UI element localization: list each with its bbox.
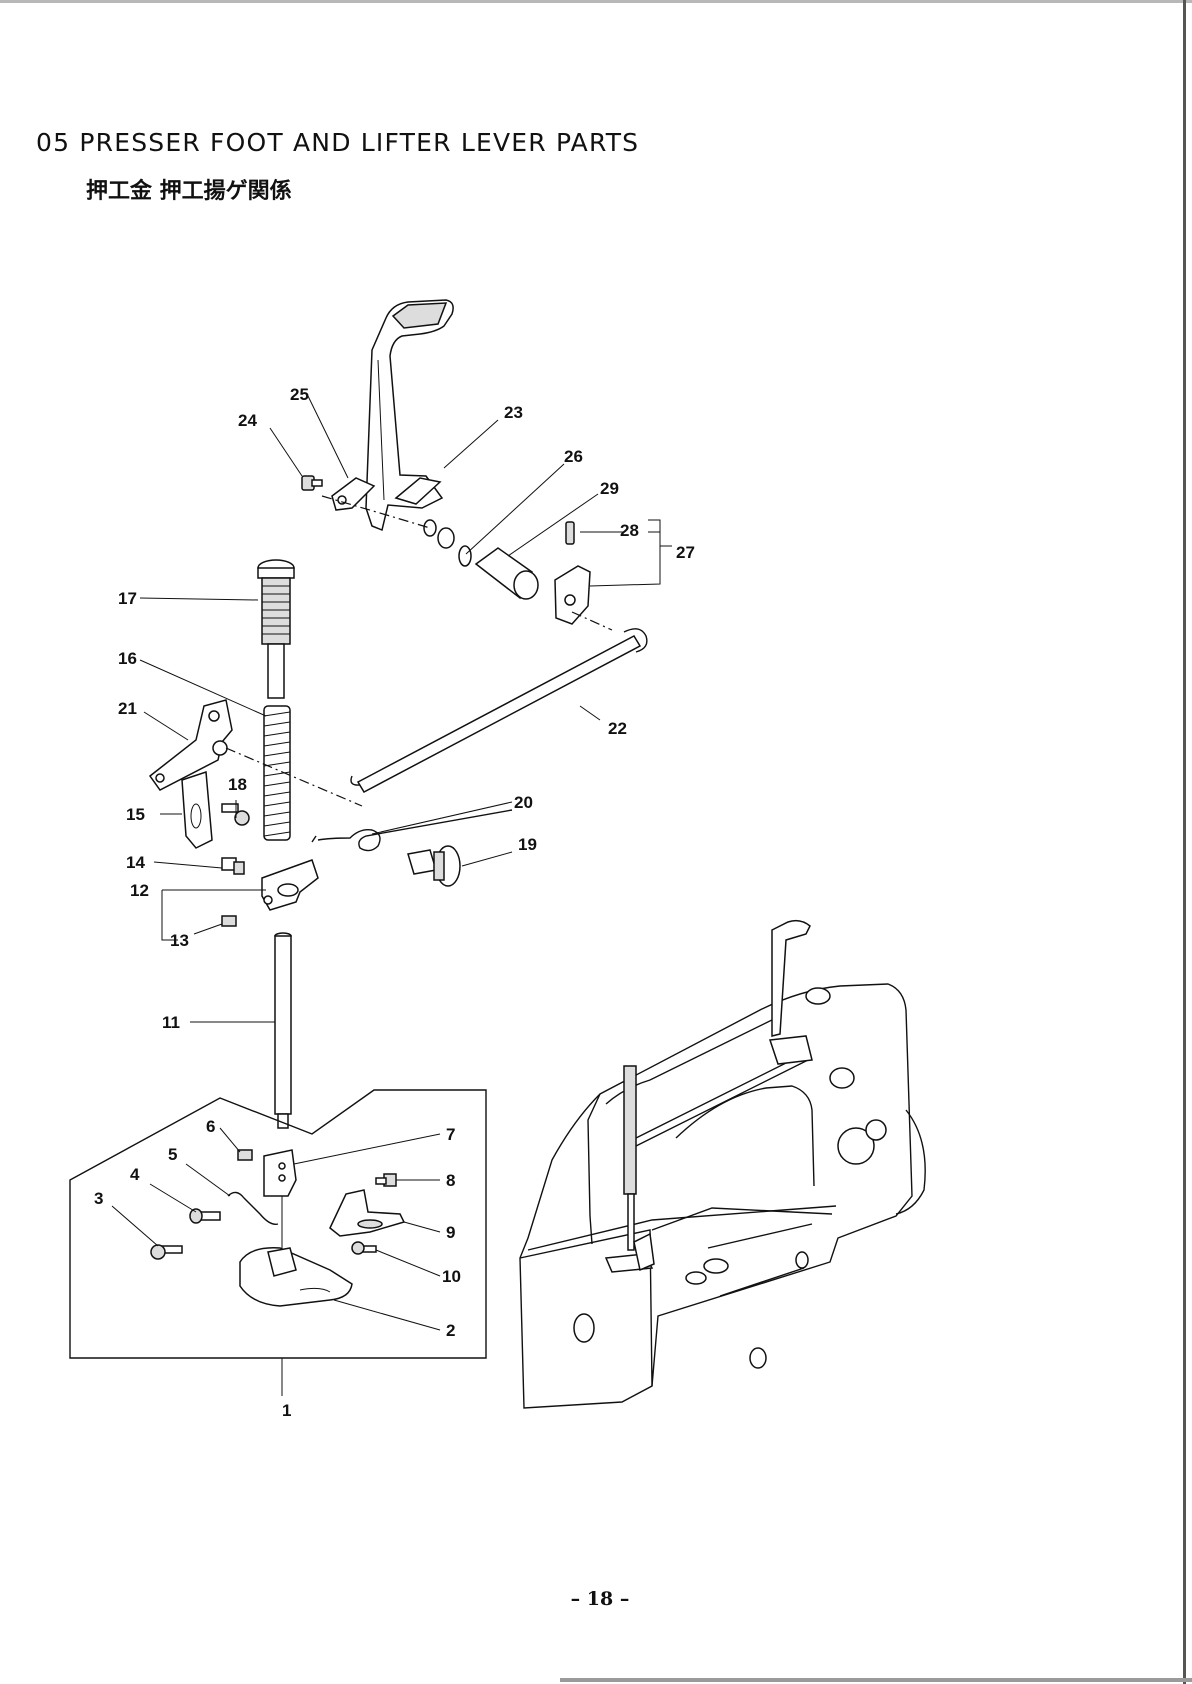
part-8-screw [376, 1174, 396, 1186]
part-2-presser-foot [240, 1248, 352, 1306]
part-23-lifter-lever [366, 300, 454, 548]
page-number: – 18 – [520, 1588, 680, 1610]
callout-11: 11 [162, 1013, 180, 1032]
part-28-set-screw [566, 522, 574, 544]
callout-26: 26 [564, 447, 583, 466]
part-3-screw [151, 1245, 182, 1259]
part-12-presser-bar-guide [262, 860, 318, 910]
part-27-connecting-block [555, 566, 590, 624]
callout-3: 3 [94, 1189, 103, 1208]
callout-14: 14 [126, 853, 145, 872]
sewing-machine-overview-sketch [520, 921, 925, 1408]
callout-leader-lines [112, 396, 672, 1396]
callout-23: 23 [504, 403, 523, 422]
callout-7: 7 [446, 1125, 455, 1144]
part-10-screw [352, 1242, 376, 1254]
callout-5: 5 [168, 1145, 177, 1164]
callout-22: 22 [608, 719, 627, 738]
part-29-collar [476, 548, 538, 599]
callout-9: 9 [446, 1223, 455, 1242]
callout-15: 15 [126, 805, 145, 824]
callout-21: 21 [118, 699, 137, 718]
part-7-presser-foot-holder [264, 1150, 296, 1196]
part-26-washer [459, 546, 471, 566]
callout-1: 1 [282, 1401, 291, 1420]
callout-28: 28 [620, 521, 639, 540]
callout-10: 10 [442, 1267, 461, 1286]
part-11-presser-bar [275, 933, 291, 1128]
callout-6: 6 [206, 1117, 215, 1136]
callout-24: 24 [238, 411, 257, 430]
part-17-adjusting-screw [258, 560, 294, 698]
callout-19: 19 [518, 835, 537, 854]
part-20-torsion-spring [312, 810, 512, 851]
part-5-spring [228, 1192, 278, 1224]
callout-2: 2 [446, 1321, 455, 1340]
part-24-screw [302, 476, 322, 490]
callout-numbers: 1 2 3 4 5 6 7 8 9 10 11 12 13 14 15 16 1… [94, 385, 695, 1420]
part-9-guide [330, 1190, 404, 1236]
part-15-guide-plate [182, 772, 212, 848]
part-13-set-screw [222, 916, 236, 926]
callout-20: 20 [514, 793, 533, 812]
callout-18: 18 [228, 775, 247, 794]
callout-25: 25 [290, 385, 309, 404]
callout-8: 8 [446, 1171, 455, 1190]
callout-17: 17 [118, 589, 137, 608]
callout-13: 13 [170, 931, 189, 950]
callout-4: 4 [130, 1165, 140, 1184]
callout-27: 27 [676, 543, 695, 562]
callout-12: 12 [130, 881, 149, 900]
callout-16: 16 [118, 649, 137, 668]
part-22-lifter-rod [351, 629, 647, 792]
part-19-shoulder-screw [408, 846, 460, 886]
callout-29: 29 [600, 479, 619, 498]
part-14-screw [222, 858, 244, 874]
